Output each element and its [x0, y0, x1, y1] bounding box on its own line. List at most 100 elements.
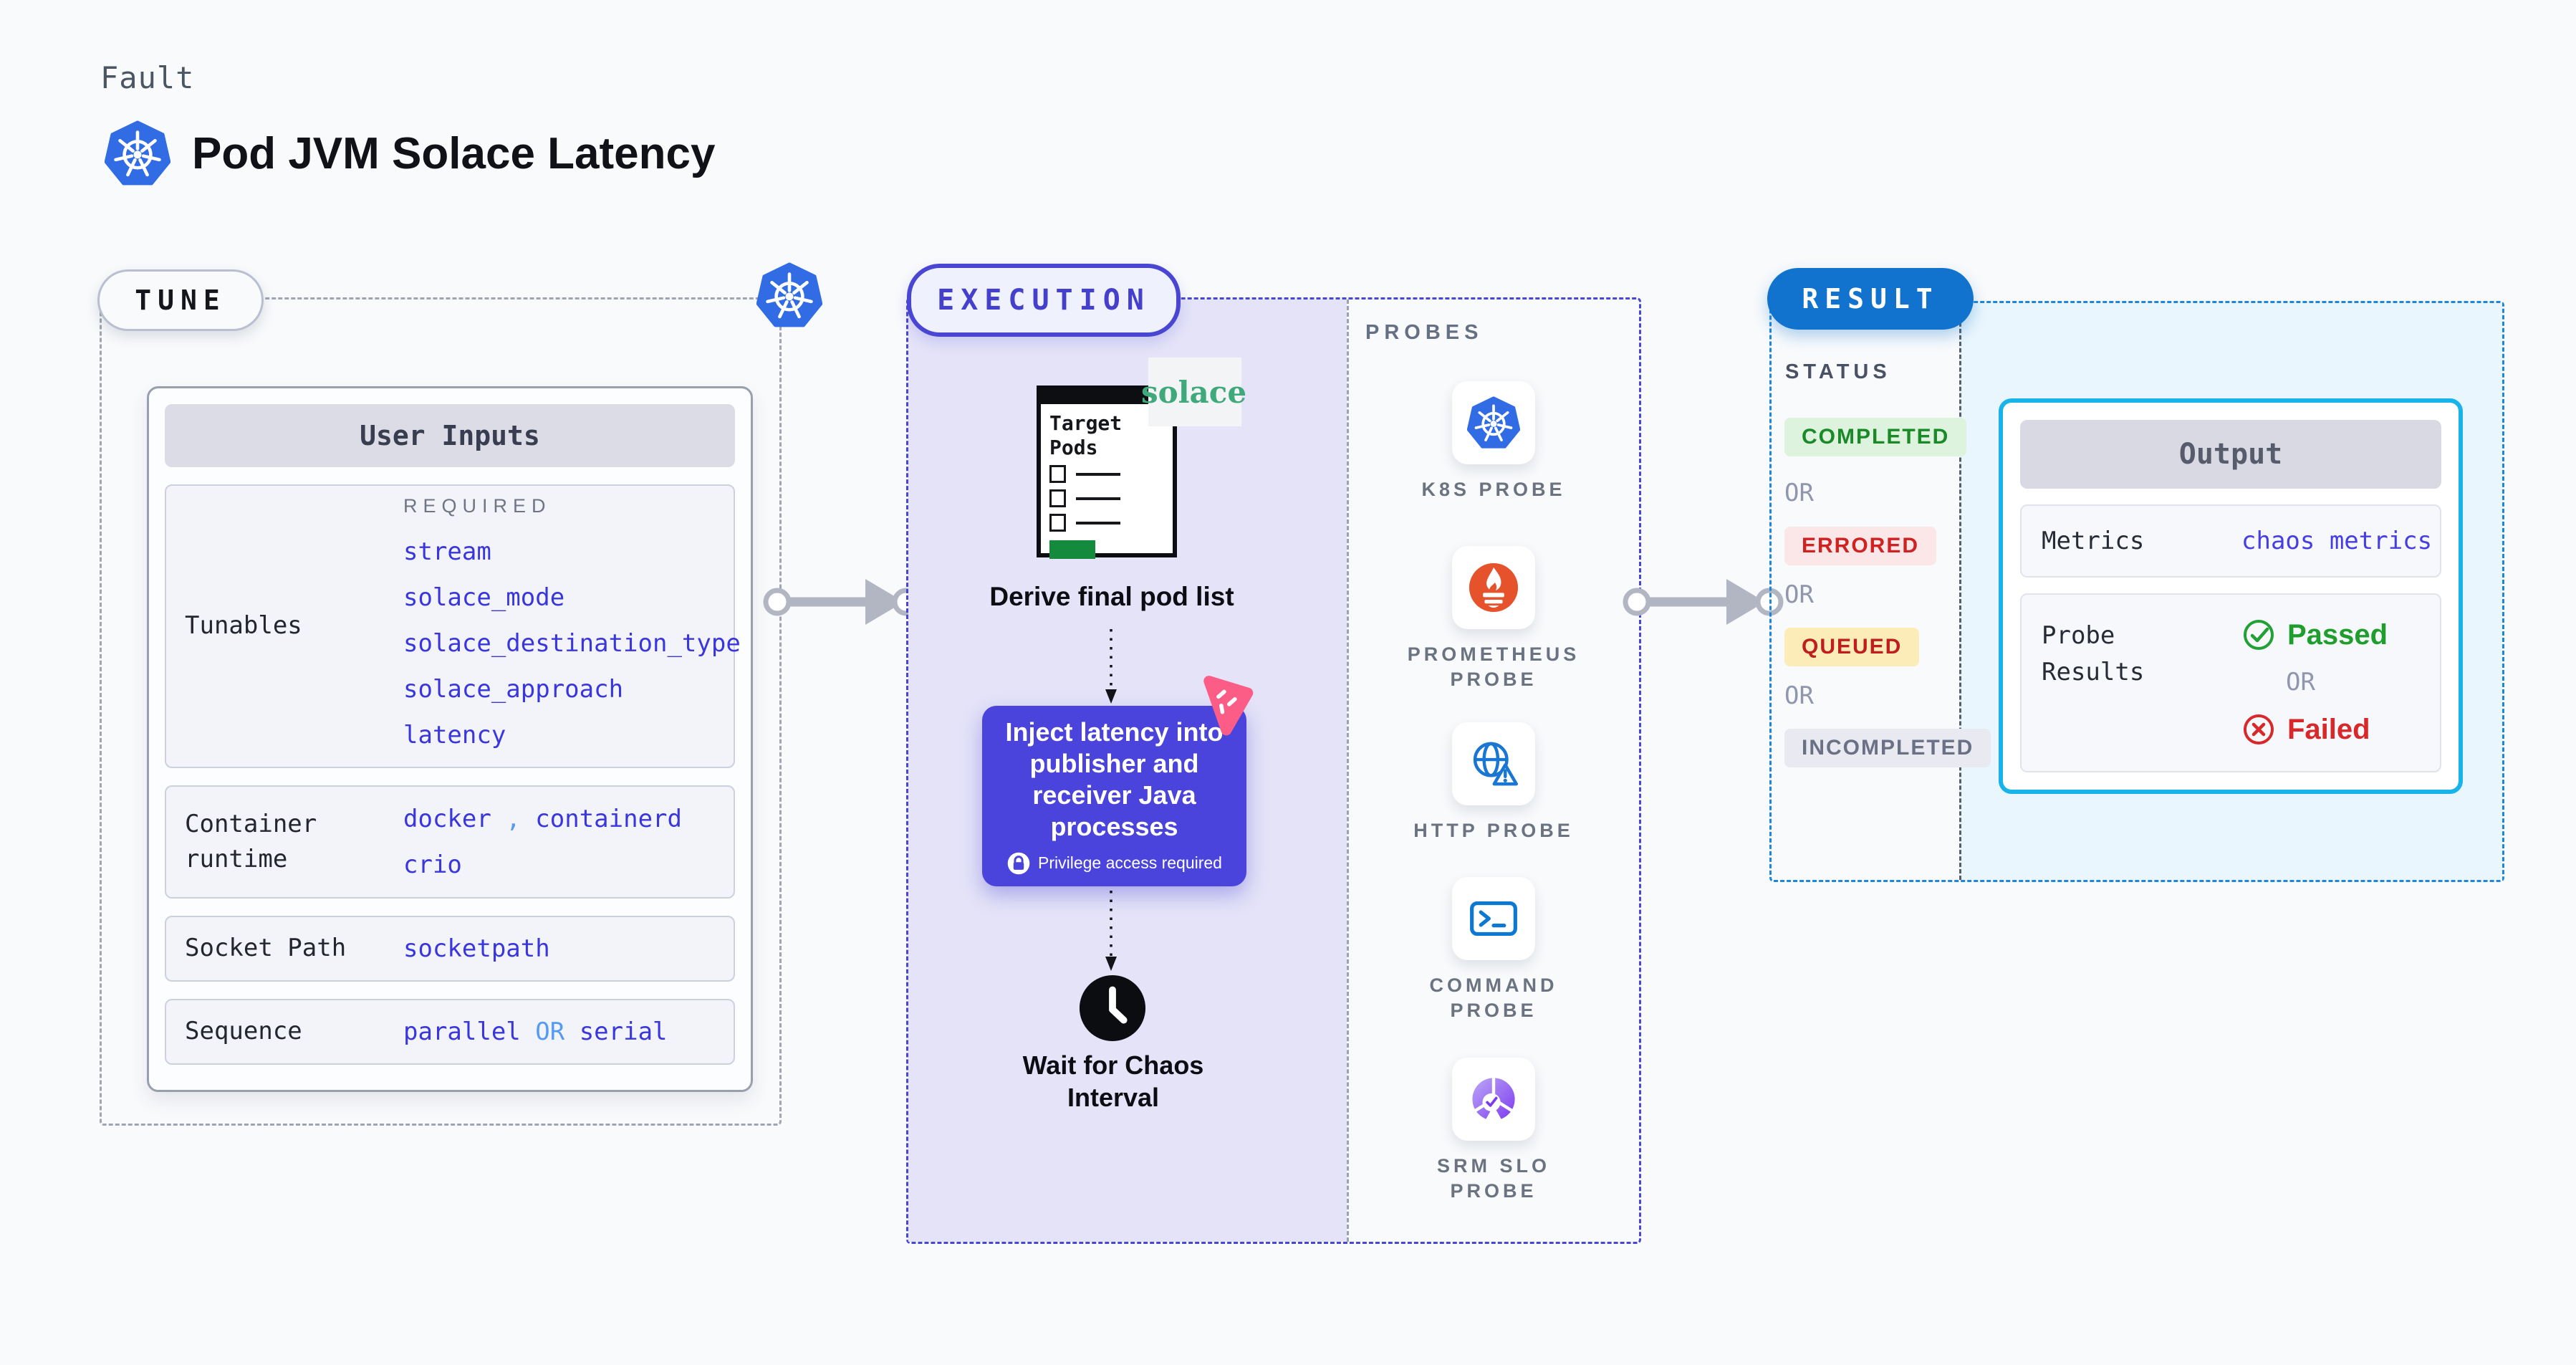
probe-label: K8S PROBE — [1421, 479, 1566, 500]
sequence-serial: serial — [579, 1017, 668, 1046]
probes-title: PROBES — [1365, 321, 1484, 344]
output-card: Output Metrics chaos metrics Probe Resul… — [1999, 398, 2463, 794]
checkbox-icon — [1049, 489, 1066, 508]
container-runtime-row: Container runtime docker , containerd cr… — [165, 785, 735, 899]
fault-kicker: Fault — [100, 60, 195, 95]
solace-logo: solace — [1141, 358, 1246, 426]
tunable-value: stream — [403, 537, 491, 566]
probe-card — [1452, 722, 1535, 805]
execution-badge: EXECUTION — [907, 264, 1181, 337]
sequence-row: Sequence parallel OR serial — [165, 999, 735, 1065]
status-title: STATUS — [1785, 360, 1891, 383]
tunable-value: solace_approach — [403, 674, 624, 704]
tune-section-box — [100, 297, 782, 1126]
socket-path-value: socketpath — [403, 934, 550, 963]
status-badge-completed: COMPLETED — [1784, 418, 1967, 456]
probe-card — [1452, 546, 1535, 629]
inject-to-wait-arrow — [1105, 891, 1117, 971]
sequence-or: OR — [535, 1017, 565, 1046]
tune-badge: TUNE — [97, 269, 264, 331]
derive-pod-list-label: Derive final pod list — [989, 582, 1234, 611]
tunable-value: solace_destination_type — [403, 628, 741, 658]
failed-result: Failed — [2241, 712, 2388, 747]
status-badge-incompleted: INCOMPLETED — [1784, 729, 1991, 767]
probe-card — [1452, 381, 1535, 464]
clock-icon — [1077, 973, 1148, 1043]
pod-line — [1076, 497, 1120, 500]
container-runtime-label: Container runtime — [185, 809, 317, 873]
kubernetes-corner-icon — [756, 262, 822, 328]
pod-list-item — [1049, 465, 1173, 484]
checkbox-icon — [1049, 465, 1066, 484]
page-title: Pod JVM Solace Latency — [192, 128, 716, 178]
user-inputs-header: User Inputs — [165, 404, 735, 467]
sequence-label: Sequence — [185, 1017, 302, 1046]
required-label: REQUIRED — [403, 494, 552, 517]
status-output-divider — [1959, 303, 1961, 880]
probe-results-label: Probe Results — [2042, 621, 2145, 686]
privilege-text: Privilege access required — [1038, 853, 1222, 873]
container-runtime-line2: crio — [403, 851, 462, 879]
derive-to-inject-arrow — [1105, 629, 1117, 704]
green-button-bar — [1049, 540, 1095, 560]
terminal-icon — [1467, 892, 1520, 945]
probe-item-k8s: K8S PROBE — [1391, 381, 1596, 502]
probe-label: HTTP PROBE — [1413, 820, 1574, 841]
tune-to-execution-arrow — [763, 579, 921, 625]
failed-label: Failed — [2287, 713, 2370, 745]
inject-latency-step: Inject latency into publisher and receiv… — [982, 706, 1246, 886]
status-or: OR — [1784, 681, 1814, 710]
wait-chaos-interval-label: Wait for Chaos Interval — [1022, 1050, 1204, 1112]
pod-list-item — [1049, 514, 1173, 532]
container-runtime-values: docker , containerd crio — [403, 796, 682, 888]
x-circle-icon — [2241, 712, 2276, 747]
lock-icon — [1006, 851, 1031, 876]
socket-path-row: Socket Path socketpath — [165, 916, 735, 982]
kubernetes-icon — [1467, 396, 1520, 449]
chaos-pink-icon — [1187, 666, 1264, 742]
socket-path-label: Socket Path — [185, 934, 347, 963]
metrics-value: chaos metrics — [2241, 527, 2433, 555]
target-pods-title: Target Pods — [1049, 411, 1123, 459]
target-pods-titlebar — [1041, 390, 1173, 404]
probe-item-prometheus: PROMETHEUS PROBE — [1391, 546, 1596, 692]
sequence-parallel: parallel — [403, 1017, 521, 1046]
tunables-values: REQUIRED stream solace_mode solace_desti… — [403, 495, 741, 758]
probe-item-http: HTTP PROBE — [1391, 722, 1596, 843]
sequence-value: parallel OR serial — [403, 1009, 668, 1055]
inject-latency-text: Inject latency into publisher and receiv… — [1005, 717, 1224, 841]
probe-results-row: Probe Results Passed OR Failed — [2020, 593, 2441, 772]
status-badge-errored: ERRORED — [1784, 527, 1937, 565]
passed-result: Passed — [2241, 618, 2388, 652]
probes-divider — [1347, 300, 1349, 1242]
probe-card — [1452, 1058, 1535, 1141]
pod-line — [1076, 472, 1120, 476]
runtime-docker: docker — [403, 805, 491, 833]
output-header: Output — [2020, 420, 2441, 489]
tunables-row: Tunables REQUIRED stream solace_mode sol… — [165, 484, 741, 768]
passed-label: Passed — [2287, 618, 2388, 651]
tunables-label: Tunables — [185, 611, 302, 641]
status-or: OR — [1784, 580, 1814, 609]
http-globe-icon — [1467, 737, 1520, 790]
probe-item-srm-slo: SRM SLO PROBE — [1391, 1058, 1596, 1204]
probe-label: COMMAND PROBE — [1429, 974, 1558, 1022]
prometheus-icon — [1467, 561, 1520, 614]
solace-logo-text: solace — [1140, 374, 1247, 410]
kubernetes-logo-icon — [105, 120, 170, 186]
runtime-containerd: containerd — [535, 805, 682, 833]
privilege-note: Privilege access required — [1006, 851, 1222, 876]
metrics-label: Metrics — [2042, 526, 2145, 555]
pod-line — [1076, 521, 1120, 525]
srm-slo-icon — [1467, 1073, 1520, 1126]
result-badge: RESULT — [1767, 268, 1974, 330]
container-runtime-line1: docker , containerd — [403, 796, 682, 842]
page-title-row: Pod JVM Solace Latency — [105, 119, 715, 188]
pod-list-item — [1049, 489, 1173, 508]
probe-label: PROMETHEUS PROBE — [1407, 643, 1580, 691]
runtime-separator: , — [506, 805, 521, 833]
tunable-value: latency — [403, 720, 506, 749]
probe-label: SRM SLO PROBE — [1436, 1155, 1550, 1202]
metrics-row: Metrics chaos metrics — [2020, 504, 2441, 578]
